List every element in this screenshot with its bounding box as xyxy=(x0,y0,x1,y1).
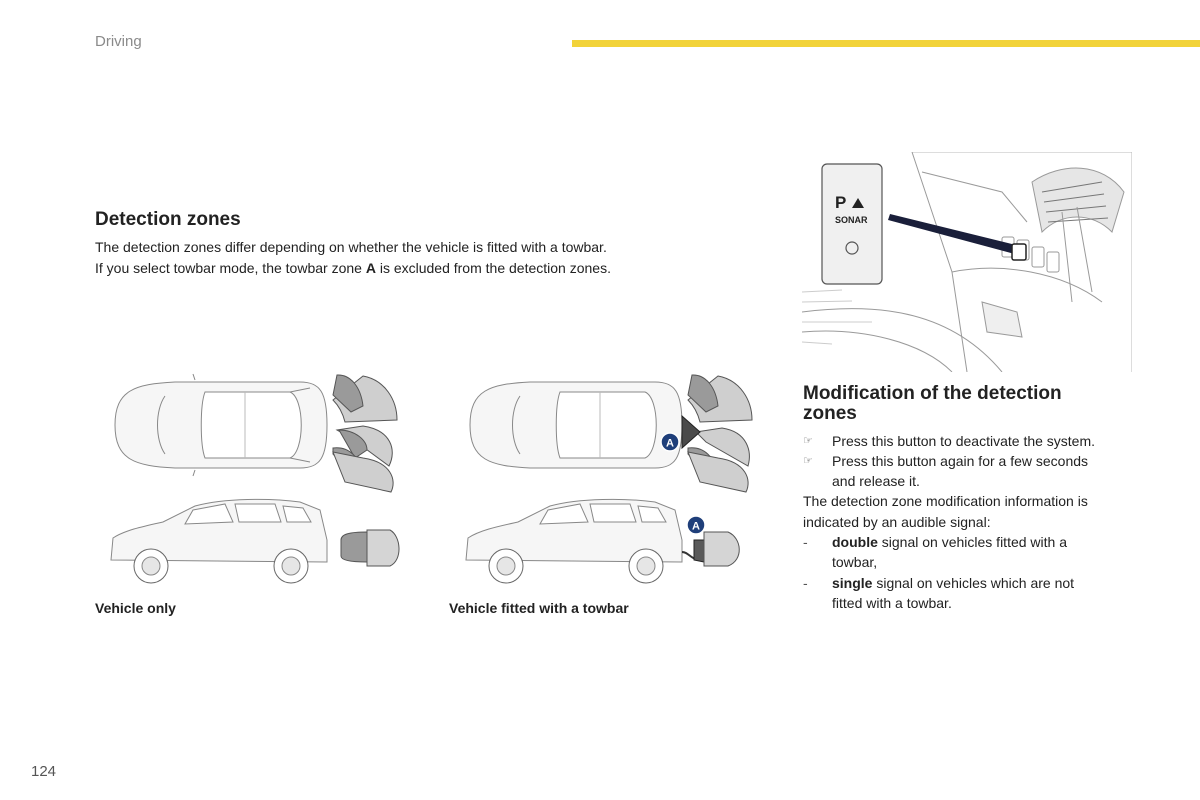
detection-intro-line1: The detection zones differ depending on … xyxy=(95,239,607,255)
vehicle-towbar-figure: A A xyxy=(465,374,753,584)
bullet-reactivate-cont: and release it. xyxy=(832,473,920,489)
dash-marker: - xyxy=(803,534,808,550)
sonar-button-p-label: P xyxy=(835,193,846,212)
running-head: Driving xyxy=(95,33,142,50)
sonar-button-sonar-label: SONAR xyxy=(835,215,868,225)
signal-single: - single signal on vehicles which are no… xyxy=(803,573,1133,594)
modification-title-line2: zones xyxy=(803,403,857,424)
zone-a-marker-top: A xyxy=(666,438,674,450)
bullet-deactivate: ☞ Press this button to deactivate the sy… xyxy=(803,431,1133,452)
signal-single-cont: fitted with a towbar. xyxy=(832,595,952,611)
signal-double-cont: towbar, xyxy=(832,554,878,570)
dash-marker: - xyxy=(803,575,808,591)
sonar-button-illustration: P SONAR xyxy=(802,152,1132,372)
zone-a-label: A xyxy=(365,260,376,276)
header-accent-rule xyxy=(572,40,1200,47)
info-line2: indicated by an audible signal: xyxy=(803,514,991,530)
sonar-warning-icon xyxy=(852,198,864,208)
modification-title-line1: Modification of the detection xyxy=(803,383,1062,404)
sonar-led-icon xyxy=(845,241,859,255)
bullet-reactivate: ☞ Press this button again for a few seco… xyxy=(803,451,1133,472)
vehicle-only-figure xyxy=(110,373,400,584)
detection-zones-title: Detection zones xyxy=(95,209,241,230)
hand-pointer-icon: ☞ xyxy=(803,455,813,467)
page-number: 124 xyxy=(31,763,57,780)
detection-intro-line2: If you select towbar mode, the towbar zo… xyxy=(95,260,611,276)
signal-double: - double signal on vehicles fitted with … xyxy=(803,532,1133,553)
info-line1: The detection zone modification informat… xyxy=(803,493,1088,509)
hand-pointer-icon: ☞ xyxy=(803,435,813,447)
zone-a-marker-side: A xyxy=(692,521,700,533)
towbar-caption: Vehicle fitted with a towbar xyxy=(449,600,629,616)
vehicle-only-caption: Vehicle only xyxy=(95,600,176,616)
